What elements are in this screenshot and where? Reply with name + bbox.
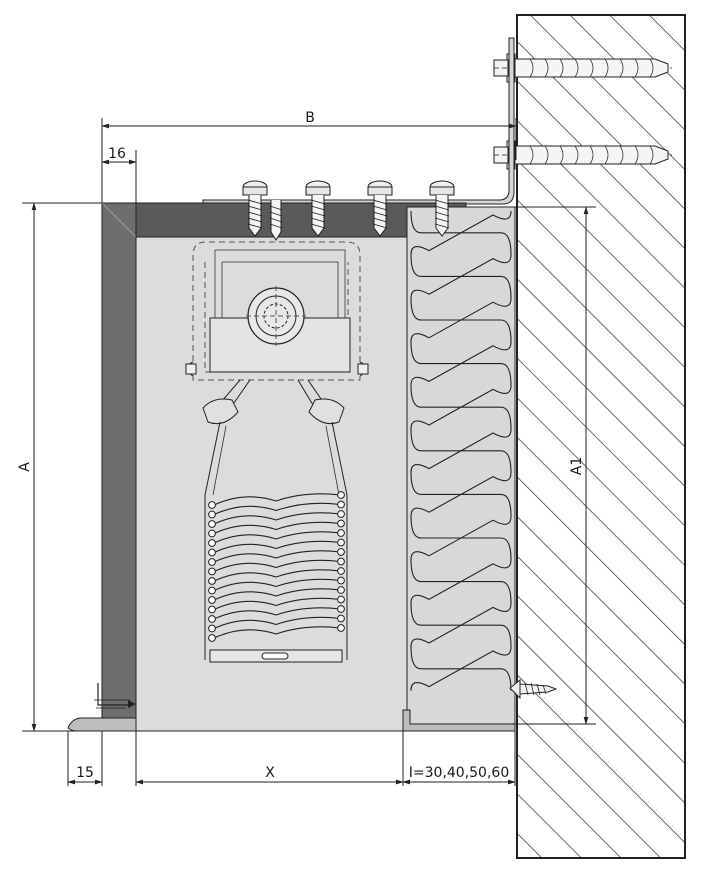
shutter-slat xyxy=(213,588,341,601)
slat-hinge-left xyxy=(208,529,216,538)
screw-icon xyxy=(367,180,393,237)
slat-hinge-left xyxy=(208,615,216,623)
insulation-layer xyxy=(406,206,516,732)
slat-hinge-right xyxy=(337,614,345,623)
screw-icon xyxy=(242,180,268,237)
dimension-label-15: 15 xyxy=(76,765,94,781)
slat-hinge-left xyxy=(208,634,216,642)
shutter-slat xyxy=(213,607,341,620)
roller-shutter-mechanism-icon xyxy=(185,241,369,663)
slat-hinge-right xyxy=(337,595,345,604)
slat-hinge-right xyxy=(337,519,345,528)
dimension-lines xyxy=(22,118,596,786)
slat-hinge-right xyxy=(337,510,345,518)
dimension-label-16: 16 xyxy=(108,146,126,162)
shutter-slat xyxy=(213,597,341,611)
dimension-label-b: B xyxy=(305,110,315,126)
shutter-slat-pack xyxy=(208,491,345,642)
slat-hinge-left xyxy=(208,596,216,604)
screw-icon xyxy=(509,678,558,700)
dimension-label-x: X xyxy=(265,765,275,781)
shutter-slat xyxy=(213,569,341,582)
shutter-slat xyxy=(213,531,341,544)
mounting-bracket xyxy=(202,37,515,205)
slat-hinge-right xyxy=(337,605,345,613)
shutter-slat xyxy=(213,550,341,563)
slat-hinge-left xyxy=(208,520,216,528)
shutter-slat xyxy=(213,616,341,630)
slat-hinge-right xyxy=(337,538,345,547)
screw-icon xyxy=(305,180,331,237)
slat-hinge-right xyxy=(337,529,345,537)
screw-icon xyxy=(269,200,283,241)
shutter-slat xyxy=(213,578,341,592)
dimension-label-a: A xyxy=(17,462,33,472)
slat-hinge-left xyxy=(208,605,216,614)
slat-hinge-left xyxy=(208,577,216,585)
slat-hinge-right xyxy=(337,576,345,585)
slat-hinge-right xyxy=(337,557,345,566)
slat-hinge-right xyxy=(337,500,345,509)
slat-hinge-left xyxy=(208,558,216,566)
slat-hinge-right xyxy=(337,624,345,632)
slat-hinge-right xyxy=(337,491,345,499)
bottom-profile-left xyxy=(67,683,137,732)
shutter-slat xyxy=(213,540,341,554)
slat-hinge-left xyxy=(208,567,216,576)
slat-hinge-left xyxy=(208,586,216,595)
screw-icon xyxy=(429,180,455,237)
slat-hinge-left xyxy=(208,539,216,547)
shutter-slat xyxy=(213,521,341,535)
box-shell xyxy=(101,202,467,732)
shutter-slat xyxy=(213,626,341,639)
masonry-wall xyxy=(516,14,686,859)
slat-hinge-right xyxy=(337,586,345,594)
slat-hinge-left xyxy=(208,510,216,519)
dimension-label-i: I=30,40,50,60 xyxy=(409,765,509,781)
shutter-slat xyxy=(213,493,341,506)
dimension-label-a1: A1 xyxy=(569,457,585,475)
slat-hinge-left xyxy=(208,501,216,509)
slat-hinge-left xyxy=(208,624,216,633)
slat-hinge-right xyxy=(337,567,345,575)
slat-hinge-right xyxy=(337,548,345,556)
shutter-slat xyxy=(213,502,341,516)
slat-hinge-left xyxy=(208,548,216,557)
shutter-slat xyxy=(213,559,341,573)
shutter-slat xyxy=(213,512,341,525)
